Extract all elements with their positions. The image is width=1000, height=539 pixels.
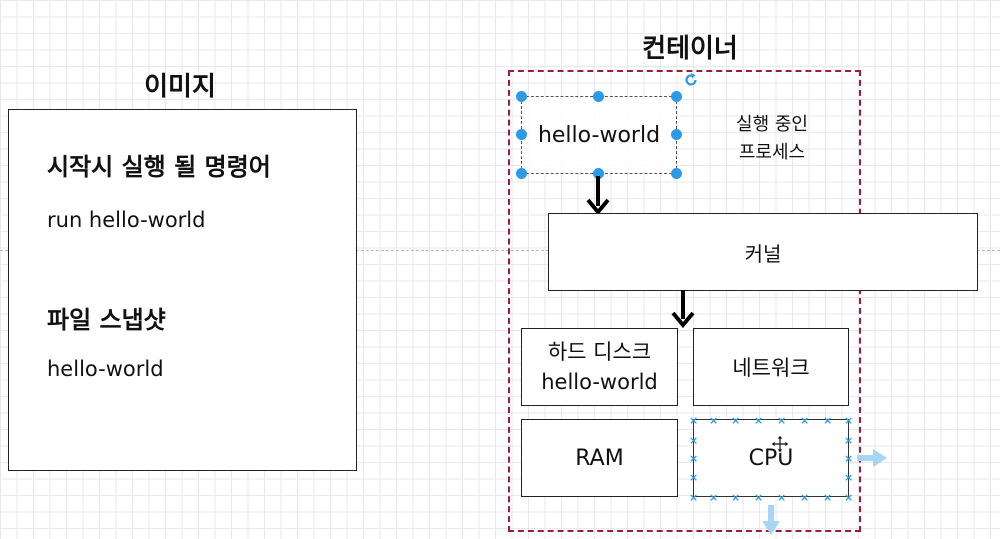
connection-point-icon[interactable]: × xyxy=(689,434,699,447)
command-title: 시작시 실행 될 명령어 xyxy=(47,153,271,181)
resize-handle[interactable] xyxy=(671,168,682,179)
connection-point-icon[interactable]: × xyxy=(823,414,833,427)
container-heading: 컨테이너 xyxy=(642,34,738,64)
process-box[interactable]: hello-world xyxy=(521,96,677,174)
connection-point-icon[interactable]: × xyxy=(709,491,719,504)
connection-point-icon[interactable]: × xyxy=(689,452,699,465)
connection-point-icon[interactable]: × xyxy=(754,414,764,427)
connection-point-icon[interactable]: × xyxy=(823,491,833,504)
ram-box[interactable]: RAM xyxy=(521,419,678,497)
connection-point-icon[interactable]: × xyxy=(709,414,719,427)
quick-connect-down-icon[interactable] xyxy=(761,505,781,537)
guide-line xyxy=(0,250,1000,251)
arrow-down-icon xyxy=(671,290,695,329)
resize-handle[interactable] xyxy=(516,168,527,179)
connection-point-icon[interactable]: × xyxy=(731,414,741,427)
network-box[interactable]: 네트워크 xyxy=(693,328,849,406)
connection-point-icon[interactable]: × xyxy=(844,471,854,484)
network-label: 네트워크 xyxy=(732,356,810,380)
resize-handle[interactable] xyxy=(671,91,682,102)
move-cursor-icon xyxy=(770,434,790,454)
snapshot-value: hello-world xyxy=(47,357,164,381)
connection-point-icon[interactable]: × xyxy=(844,491,854,504)
connection-point-icon[interactable]: × xyxy=(754,491,764,504)
arrow-down-icon xyxy=(586,176,610,216)
connection-point-icon[interactable]: × xyxy=(777,491,787,504)
resize-handle[interactable] xyxy=(516,129,527,140)
resize-handle[interactable] xyxy=(593,91,604,102)
connection-point-icon[interactable]: × xyxy=(844,434,854,447)
cpu-box[interactable]: CPU xyxy=(693,419,849,497)
resize-handle[interactable] xyxy=(516,91,527,102)
hard-disk-box[interactable]: 하드 디스크 hello-world xyxy=(521,328,678,406)
connection-point-icon[interactable]: × xyxy=(731,491,741,504)
quick-connect-right-icon[interactable] xyxy=(857,448,889,468)
connection-point-icon[interactable]: × xyxy=(800,414,810,427)
resize-handle[interactable] xyxy=(593,168,604,179)
snapshot-title: 파일 스냅샷 xyxy=(47,306,166,334)
resize-handle[interactable] xyxy=(671,129,682,140)
image-box[interactable]: 시작시 실행 될 명령어 run hello-world 파일 스냅샷 hell… xyxy=(8,109,357,471)
connection-point-icon[interactable]: × xyxy=(800,491,810,504)
connection-point-icon[interactable]: × xyxy=(689,471,699,484)
hard-disk-label: 하드 디스크 hello-world xyxy=(541,340,658,394)
kernel-label: 커널 xyxy=(744,241,782,266)
command-value: run hello-world xyxy=(47,208,206,232)
connection-point-icon[interactable]: × xyxy=(844,414,854,427)
cpu-label: CPU xyxy=(748,445,794,471)
ram-label: RAM xyxy=(575,445,624,471)
connection-point-icon[interactable]: × xyxy=(844,452,854,465)
rotate-handle-icon[interactable] xyxy=(683,72,699,88)
kernel-box[interactable]: 커널 xyxy=(548,213,978,291)
process-caption: 실행 중인 프로세스 xyxy=(736,114,808,163)
container-boundary[interactable] xyxy=(508,70,861,532)
process-box-label: hello-world xyxy=(537,122,661,148)
connection-point-icon[interactable]: × xyxy=(777,414,787,427)
image-heading: 이미지 xyxy=(144,72,216,102)
connection-point-icon[interactable]: × xyxy=(689,491,699,504)
connection-point-icon[interactable]: × xyxy=(689,414,699,427)
